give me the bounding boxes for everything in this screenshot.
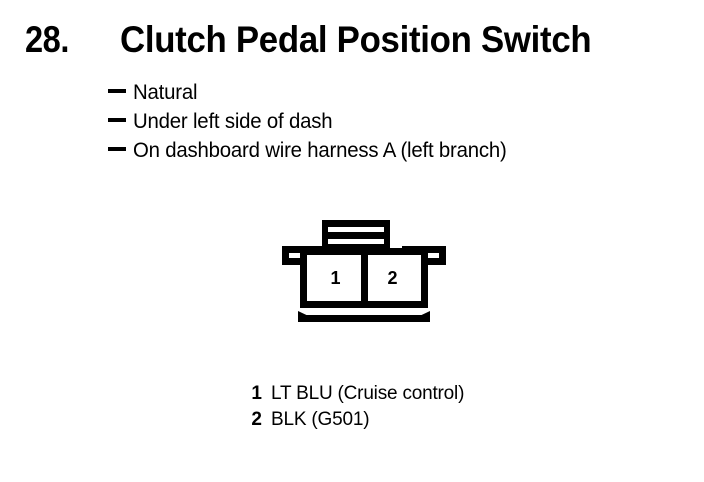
shoulder-right-inner-bar <box>424 258 446 265</box>
page-title: Clutch Pedal Position Switch <box>120 19 592 60</box>
list-item: Under left side of dash <box>108 107 668 136</box>
connector-cavity-box: 1 2 <box>300 248 428 308</box>
cavity-pin-number: 1 <box>330 268 341 288</box>
attribute-list: Natural Under left side of dash On dashb… <box>108 78 668 165</box>
cavity-pin-number: 2 <box>387 268 398 288</box>
tab-slot-lower <box>328 239 384 244</box>
shoulder-left-inner-bar <box>282 258 304 265</box>
attribute-text: On dashboard wire harness A (left branch… <box>133 139 507 162</box>
connector-locking-tab <box>322 220 390 252</box>
shoulder-left-side-bar <box>282 246 289 264</box>
base-foot-left <box>298 311 312 322</box>
list-item: On dashboard wire harness A (left branch… <box>108 136 668 165</box>
legend-pin-description: LT BLU (Cruise control) <box>271 383 465 404</box>
connector-cavity-2: 2 <box>364 255 421 301</box>
dash-bullet-icon <box>108 118 126 122</box>
shoulder-right-side-bar <box>439 246 446 264</box>
legend-row: 1 LT BLU (Cruise control) <box>244 381 584 407</box>
legend-row: 2 BLK (G501) <box>244 407 584 433</box>
base-foot-right <box>416 311 430 322</box>
page-header: 28. Clutch Pedal Position Switch <box>0 18 704 64</box>
attribute-text: Natural <box>133 81 198 104</box>
item-number: 28. <box>25 19 69 60</box>
legend-pin-number: 2 <box>251 409 262 430</box>
connector-diagram: 1 2 <box>280 215 450 335</box>
dash-bullet-icon <box>108 89 126 93</box>
tab-slot-upper <box>328 227 384 232</box>
attribute-text: Under left side of dash <box>133 110 333 133</box>
connector-base <box>298 311 430 323</box>
pin-legend: 1 LT BLU (Cruise control) 2 BLK (G501) <box>244 381 584 433</box>
connector-cavity-1: 1 <box>307 255 364 301</box>
base-bar <box>306 315 422 322</box>
list-item: Natural <box>108 78 668 107</box>
cavity-divider <box>361 255 368 301</box>
legend-pin-description: BLK (G501) <box>271 409 370 430</box>
legend-pin-number: 1 <box>251 383 262 404</box>
dash-bullet-icon <box>108 147 126 151</box>
